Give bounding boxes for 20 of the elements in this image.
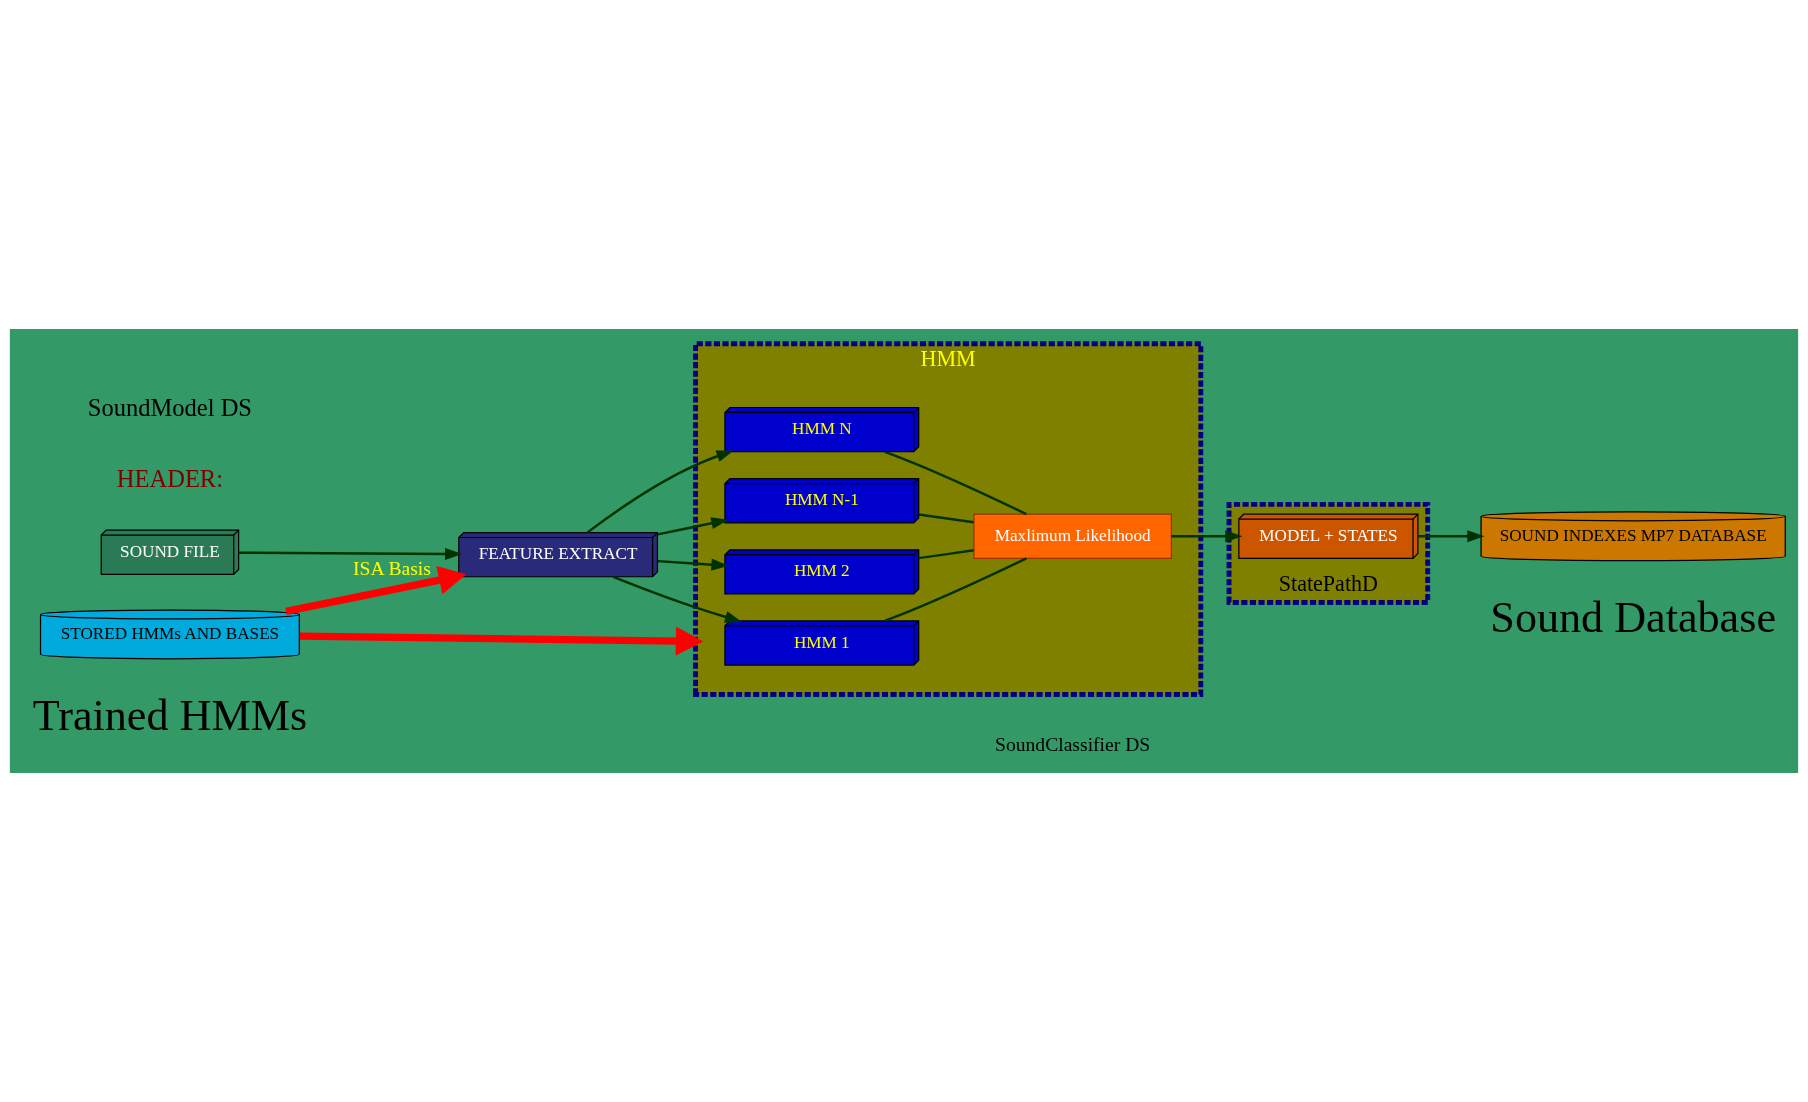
arrow [1418, 530, 1485, 543]
arrow [657, 558, 729, 571]
connector [918, 513, 974, 524]
arrow [285, 565, 467, 616]
connector [884, 450, 1027, 516]
arrow [657, 517, 729, 536]
label: SoundModel DS [87, 394, 252, 422]
arrow [299, 626, 704, 656]
node-label: SoundClassifier DS [995, 733, 1151, 755]
arrow [612, 575, 743, 623]
label: HEADER: [116, 465, 224, 493]
node-label: Trained HMMs [32, 690, 308, 740]
arrow [238, 547, 463, 560]
connector [918, 549, 974, 560]
connector [884, 557, 1027, 622]
arrow [586, 450, 734, 534]
node-box: Maxlimum Likelihood [973, 513, 1172, 559]
edge-label: ISA Basis [352, 558, 431, 580]
node-label: Sound Database [1490, 592, 1776, 642]
arrow [1171, 530, 1243, 543]
